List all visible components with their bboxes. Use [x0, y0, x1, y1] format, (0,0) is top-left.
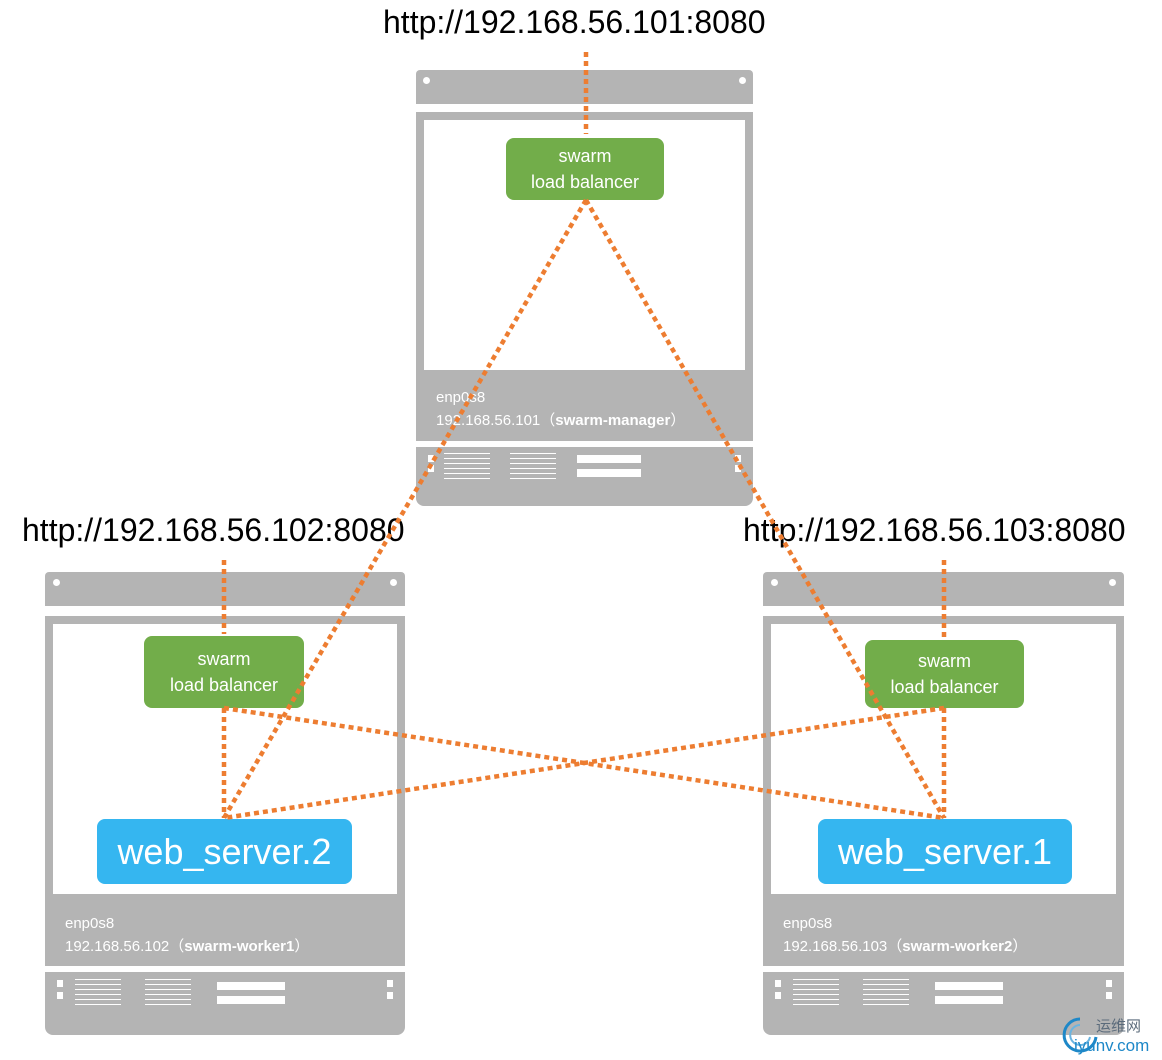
worker2-hostname: swarm-worker2: [902, 938, 1013, 955]
worker2-lb-to-web2-link: [223, 705, 945, 821]
vent-icon: [145, 979, 191, 1005]
drive-bay-icon: [935, 996, 1003, 1004]
manager-interface: enp0s8: [436, 389, 486, 406]
watermark-logo: 运维网 iyunv.com: [1060, 1013, 1160, 1059]
led-icon: [1106, 980, 1112, 987]
manager-hostname: swarm-manager: [555, 412, 671, 429]
led-icon: [57, 992, 63, 999]
screw-icon: [1109, 579, 1116, 586]
led-icon: [387, 980, 393, 987]
lb-label-line2: load balancer: [530, 172, 640, 192]
vent-icon: [863, 979, 909, 1005]
manager-node-info: enp0s8 192.168.56.101（swarm-manager）: [436, 386, 685, 432]
worker2-url: http://192.168.56.103:8080: [743, 512, 1126, 548]
logo-swirl-icon: [1062, 1017, 1098, 1053]
worker2-address: 192.168.56.103（swarm-worker2）: [783, 938, 1028, 955]
drive-bay-icon: [577, 469, 641, 477]
manager-address: 192.168.56.101（swarm-manager）: [436, 412, 686, 429]
vent-icon: [793, 979, 839, 1005]
led-icon: [387, 992, 393, 999]
drive-bay-icon: [217, 996, 285, 1004]
screw-icon: [771, 579, 778, 586]
watermark-cn: 运维网: [1096, 1018, 1142, 1035]
worker1-url: http://192.168.56.102:8080: [22, 512, 405, 548]
lb-label-line2: load balancer: [890, 677, 999, 697]
vent-icon: [444, 453, 490, 479]
lb-label-line1: swarm: [197, 649, 251, 669]
led-icon: [735, 465, 741, 472]
server-front-panel: [45, 972, 405, 1035]
worker2-interface: enp0s8: [783, 915, 833, 932]
manager-load-balancer: swarm load balancer: [506, 138, 664, 200]
server-front-panel: [416, 447, 753, 506]
screw-icon: [390, 579, 397, 586]
led-icon: [57, 980, 63, 987]
led-icon: [775, 992, 781, 999]
drive-bay-icon: [935, 982, 1003, 990]
lb-label-line2: load balancer: [169, 675, 279, 695]
screw-icon: [423, 77, 430, 84]
screw-icon: [739, 77, 746, 84]
manager-to-web1-link: [584, 198, 946, 820]
web-server-2-container: web_server.2: [97, 819, 352, 884]
worker1-interface: enp0s8: [65, 915, 115, 932]
drive-bay-icon: [217, 982, 285, 990]
lb-label-line1: swarm: [558, 146, 612, 166]
lb-label-line1: swarm: [918, 651, 971, 671]
manager-url: http://192.168.56.101:8080: [383, 4, 766, 40]
vent-icon: [510, 453, 556, 479]
screw-icon: [53, 579, 60, 586]
watermark-en: iyunv.com: [1074, 1036, 1150, 1055]
worker2-load-balancer: swarm load balancer: [865, 640, 1024, 708]
worker1-hostname: swarm-worker1: [184, 938, 295, 955]
server-front-panel: [763, 972, 1124, 1035]
worker2-node-info: enp0s8 192.168.56.103（swarm-worker2）: [783, 912, 1027, 958]
vent-icon: [75, 979, 121, 1005]
led-icon: [428, 455, 434, 462]
manager-to-web2-link: [222, 198, 588, 820]
led-icon: [1106, 992, 1112, 999]
web-server-1-container: web_server.1: [818, 819, 1072, 884]
drive-bay-icon: [577, 455, 641, 463]
led-icon: [775, 980, 781, 987]
worker1-load-balancer: swarm load balancer: [144, 636, 304, 708]
worker1-node-info: enp0s8 192.168.56.102（swarm-worker1）: [65, 912, 309, 958]
worker1-address: 192.168.56.102（swarm-worker1）: [65, 938, 310, 955]
